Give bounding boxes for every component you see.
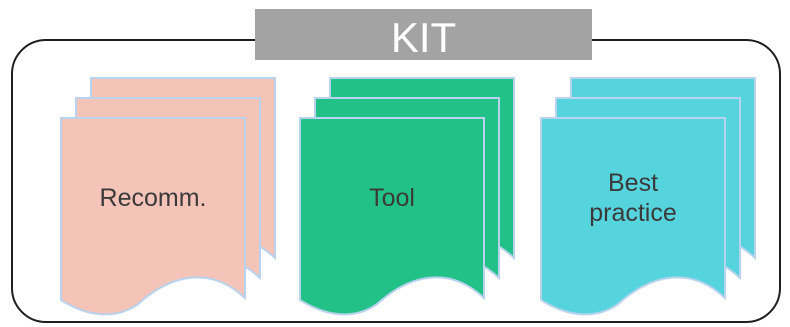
kit-title-background <box>255 9 592 60</box>
document-page <box>540 117 726 316</box>
document-label-line: Tool <box>369 184 415 212</box>
document-label-line: practice <box>589 199 677 227</box>
document-label-line: Recomm. <box>100 184 207 212</box>
kit-title: KIT <box>391 14 456 61</box>
document-label: Recomm. <box>100 184 207 212</box>
document-page <box>299 117 485 316</box>
document-page <box>60 117 246 316</box>
document-stack-2: Tool <box>299 77 515 316</box>
document-stack-1: Recomm. <box>60 77 276 316</box>
document-label-line: Best <box>608 169 658 197</box>
document-label: Tool <box>369 184 415 212</box>
